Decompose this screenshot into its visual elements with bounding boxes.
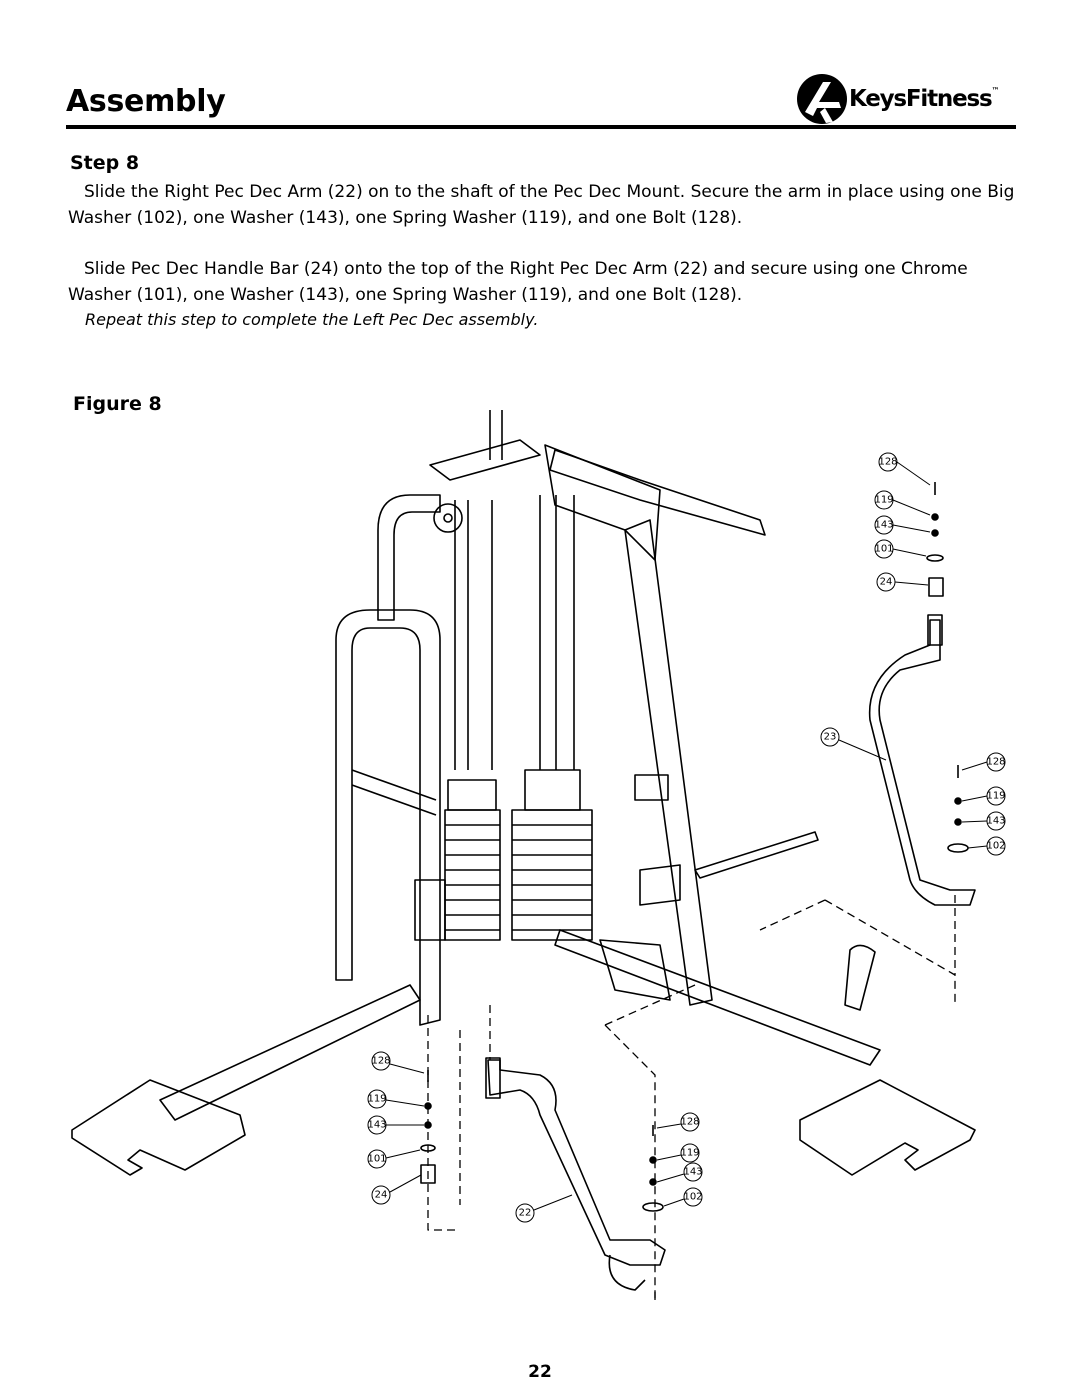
- callout-group-bottom-left: [367, 1051, 425, 1205]
- callout-label: 128: [680, 1117, 699, 1128]
- callout-label: 101: [874, 544, 893, 555]
- left-pec-dec-arm: [487, 1059, 666, 1266]
- callout-label: 119: [367, 1094, 386, 1105]
- brand-trademark: ™: [991, 86, 1000, 95]
- brand-name: KeysFitness™: [849, 86, 999, 112]
- callout-group-bottom-mid: [656, 1112, 703, 1207]
- frame-crossbar: [351, 769, 437, 801]
- callout-label: 143: [683, 1167, 702, 1178]
- callout-label: 119: [874, 495, 893, 506]
- callout-label: 143: [986, 816, 1005, 827]
- brand-name-part2: Fitness: [905, 86, 993, 112]
- keysfitness-emblem-icon: [797, 74, 847, 124]
- left-frame-upright: [335, 609, 441, 1026]
- callout-group-top-right: [874, 452, 931, 592]
- callout-label: 119: [986, 791, 1005, 802]
- callout-arm-left: [515, 1194, 573, 1223]
- hardware-stack-top-right: [926, 482, 944, 597]
- callout-label: 143: [874, 520, 893, 531]
- callout-label: 102: [683, 1192, 702, 1203]
- right-pec-dec-arm: [868, 619, 976, 906]
- dashed-guide-left: [427, 1015, 455, 1231]
- rear-base-rail: [554, 929, 881, 1066]
- callout-label: 23: [824, 732, 837, 743]
- figure-label: Figure 8: [73, 393, 162, 415]
- callout-label: 128: [986, 757, 1005, 768]
- keysfitness-logo: KeysFitness™: [795, 72, 1020, 127]
- dashed-guide-right: [824, 899, 956, 1005]
- step-paragraph-1: Slide the Right Pec Dec Arm (22) on to t…: [68, 182, 1015, 228]
- right-foot-plate: [799, 1079, 976, 1176]
- hardware-stack-bottom-mid: [642, 1125, 664, 1212]
- callout-label: 24: [375, 1190, 388, 1201]
- right-weight-stack: [511, 769, 593, 941]
- callout-label: 128: [878, 457, 897, 468]
- assembly-diagram: 128 119 143 101 24 23 128 119 143 102 12…: [71, 410, 1006, 1300]
- page-number: 22: [528, 1362, 552, 1382]
- top-frame-beam: [429, 439, 541, 481]
- header-rule: [66, 125, 1016, 129]
- rear-upright: [624, 519, 713, 1006]
- pec-dec-plate: [544, 444, 661, 561]
- step-note: Repeat this step to complete the Left Pe…: [85, 310, 539, 329]
- callout-label: 102: [986, 841, 1005, 852]
- left-foot-plate: [71, 1079, 246, 1176]
- callout-arm-right: [820, 727, 887, 761]
- step-heading: Step 8: [70, 152, 140, 174]
- top-pec-dec-mount: [549, 449, 766, 536]
- callout-label: 143: [367, 1120, 386, 1131]
- callout-label: 22: [519, 1208, 532, 1219]
- leg-extension-bar: [694, 831, 819, 879]
- callout-group-mid-right: [961, 752, 1006, 856]
- left-rear-post: [377, 494, 441, 621]
- callout-label: 128: [371, 1056, 390, 1067]
- step-paragraph-2: Slide Pec Dec Handle Bar (24) onto the t…: [68, 259, 968, 305]
- hardware-stack-mid-right: [947, 765, 969, 853]
- seat-mount: [599, 939, 671, 1001]
- callout-label: 119: [680, 1148, 699, 1159]
- callout-label: 101: [367, 1154, 386, 1165]
- hardware-stack-bottom-left: [420, 1070, 436, 1184]
- left-weight-stack: [414, 779, 501, 941]
- pulley: [433, 503, 463, 533]
- page-title: Assembly: [66, 84, 226, 119]
- brand-name-part1: Keys: [849, 86, 907, 112]
- callout-label: 24: [880, 577, 893, 588]
